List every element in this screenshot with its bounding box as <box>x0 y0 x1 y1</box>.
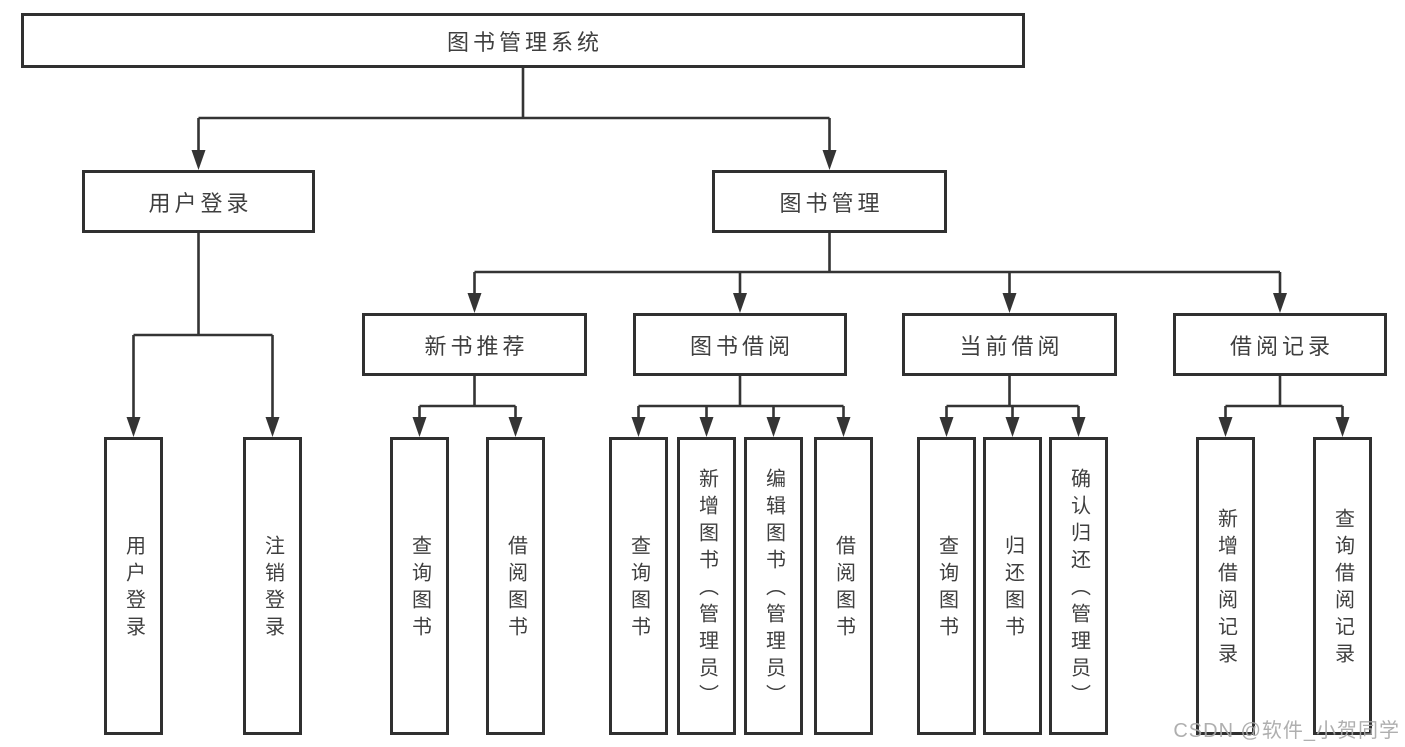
node-label: 新增图书（管理员） <box>695 467 718 711</box>
node-leaf-borrow-books-recommendation: 借阅图书 <box>486 437 545 735</box>
node-label: 查询图书 <box>408 535 431 643</box>
node-label: 查询图书 <box>627 535 650 643</box>
node-leaf-query-books-recommendation: 查询图书 <box>390 437 449 735</box>
arrow-down-icon <box>1273 293 1287 313</box>
arrow-down-icon <box>191 150 206 170</box>
arrow-down-icon <box>939 417 954 437</box>
node-label: 借阅图书 <box>832 535 855 643</box>
node-current-borrowing: 当前借阅 <box>902 313 1117 376</box>
arrow-down-icon <box>631 417 646 437</box>
node-label: 新书推荐 <box>424 333 529 359</box>
arrow-down-icon <box>1002 293 1017 313</box>
node-leaf-return-books: 归还图书 <box>983 437 1042 735</box>
node-leaf-query-borrow-record: 查询借阅记录 <box>1313 437 1372 735</box>
node-book-management: 图书管理 <box>712 170 947 233</box>
arrow-down-icon <box>1335 417 1350 437</box>
node-leaf-add-books-admin: 新增图书（管理员） <box>677 437 736 735</box>
node-label: 查询借阅记录 <box>1331 508 1354 670</box>
arrowhead-icons <box>126 150 1350 437</box>
node-leaf-borrow-books: 借阅图书 <box>814 437 873 735</box>
node-label: 用户登录 <box>122 535 145 643</box>
node-leaf-user-login: 用户登录 <box>104 437 163 735</box>
arrow-down-icon <box>733 293 747 313</box>
node-label: 注销登录 <box>261 535 284 643</box>
arrow-down-icon <box>1071 417 1086 437</box>
node-label: 用户登录 <box>148 190 253 216</box>
connector-lines <box>132 68 1344 420</box>
arrow-down-icon <box>508 417 523 437</box>
node-label: 编辑图书（管理员） <box>762 467 785 711</box>
node-leaf-logout: 注销登录 <box>243 437 302 735</box>
node-label: 借阅图书 <box>504 535 527 643</box>
node-book-borrowing: 图书借阅 <box>633 313 847 376</box>
arrow-down-icon <box>822 150 837 170</box>
node-leaf-confirm-return-admin: 确认归还（管理员） <box>1049 437 1108 735</box>
arrow-down-icon <box>699 417 714 437</box>
node-leaf-query-books-borrowing: 查询图书 <box>609 437 668 735</box>
arrow-down-icon <box>1218 417 1233 437</box>
watermark: CSDN @软件_小贺同学 <box>1173 720 1400 742</box>
node-new-book-recommendation: 新书推荐 <box>362 313 587 376</box>
node-label: 归还图书 <box>1001 535 1024 643</box>
node-leaf-add-borrow-record: 新增借阅记录 <box>1196 437 1255 735</box>
arrow-down-icon <box>836 417 851 437</box>
arrow-down-icon <box>467 293 482 313</box>
arrow-down-icon <box>766 417 781 437</box>
node-label: 新增借阅记录 <box>1214 508 1237 670</box>
node-user-login: 用户登录 <box>82 170 315 233</box>
arrow-down-icon <box>126 417 141 437</box>
node-leaf-edit-books-admin: 编辑图书（管理员） <box>744 437 803 735</box>
node-leaf-query-books-current: 查询图书 <box>917 437 976 735</box>
arrow-down-icon <box>412 417 427 437</box>
node-library-management-system: 图书管理系统 <box>21 13 1025 68</box>
arrow-down-icon <box>1005 417 1020 437</box>
node-label: 当前借阅 <box>959 333 1064 359</box>
node-label: 借阅记录 <box>1229 333 1334 359</box>
node-label: 图书借阅 <box>689 333 794 359</box>
node-label: 确认归还（管理员） <box>1067 467 1090 711</box>
node-label: 图书管理系统 <box>446 29 603 55</box>
node-borrowing-records: 借阅记录 <box>1173 313 1387 376</box>
node-label: 查询图书 <box>935 535 958 643</box>
node-label: 图书管理 <box>779 190 884 216</box>
arrow-down-icon <box>265 417 280 437</box>
